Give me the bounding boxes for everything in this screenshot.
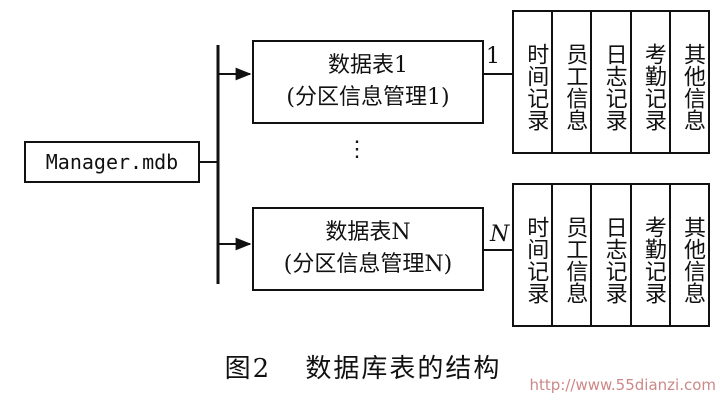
field-cell: 日志记录: [590, 183, 632, 327]
source-database-box: Manager.mdb: [24, 141, 200, 183]
field-group-1: 时间记录 员工信息 日志记录 考勤记录 其他信息: [512, 10, 711, 154]
field-cell: 考勤记录: [629, 183, 671, 327]
table-title: 数据表1: [328, 53, 408, 78]
table-title: 数据表N: [325, 220, 411, 245]
figure-title: 数据库表的结构: [305, 354, 502, 384]
table-box-1: 数据表1 (分区信息管理1): [252, 40, 484, 124]
field-cell: 时间记录: [512, 183, 554, 327]
figure-number: 图2: [224, 354, 272, 384]
field-cell: 时间记录: [512, 10, 554, 154]
ellipsis: ⋮: [346, 137, 368, 162]
field-cell: 考勤记录: [629, 10, 671, 154]
connector-label: N: [490, 222, 510, 247]
field-cell: 日志记录: [590, 10, 632, 154]
field-group-n: 时间记录 员工信息 日志记录 考勤记录 其他信息: [512, 183, 711, 327]
table-subtitle: (分区信息管理N): [283, 252, 453, 277]
field-cell: 员工信息: [551, 10, 593, 154]
field-cell: 其他信息: [668, 10, 711, 154]
table-box-n: 数据表N (分区信息管理N): [252, 207, 484, 291]
table-subtitle: (分区信息管理1): [286, 85, 450, 110]
connector-label: 1: [486, 44, 500, 69]
field-cell: 其他信息: [668, 183, 711, 327]
figure-caption: 图2 数据库表的结构: [0, 348, 726, 385]
field-cell: 员工信息: [551, 183, 593, 327]
watermark: http://www.55dianzi.com: [529, 376, 716, 394]
source-database-label: Manager.mdb: [45, 150, 179, 174]
